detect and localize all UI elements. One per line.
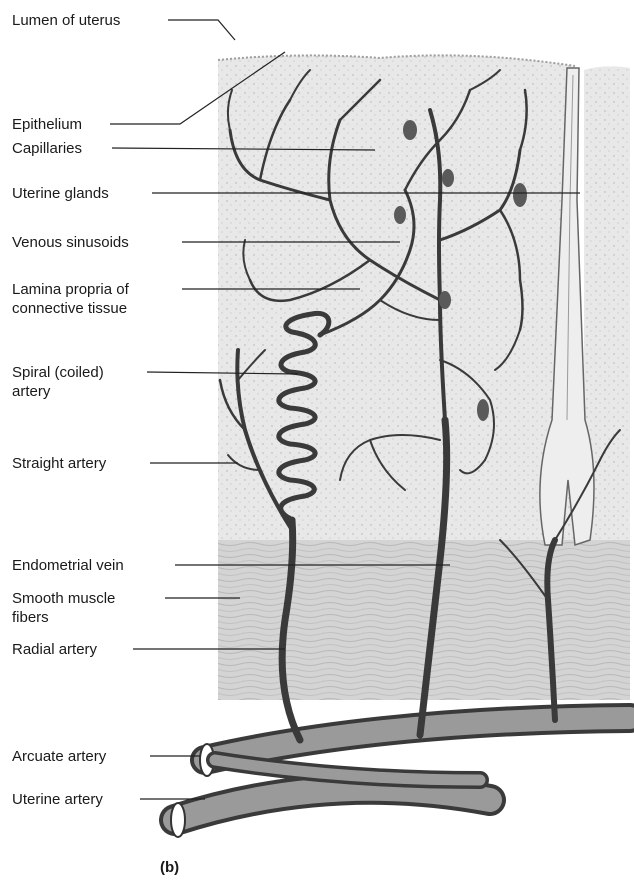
- label-lamina-propria-line1: Lamina propria of: [12, 281, 130, 298]
- label-smooth-muscle-line1: Smooth muscle: [12, 590, 115, 607]
- labels: Lumen of uterus Epithelium Capillaries U…: [12, 12, 179, 876]
- label-endometrial-vein: Endometrial vein: [12, 557, 124, 574]
- label-straight-artery: Straight artery: [12, 455, 107, 472]
- label-lamina-propria-line2: connective tissue: [12, 300, 127, 317]
- panel-label: (b): [160, 859, 179, 876]
- label-spiral-artery-line1: Spiral (coiled): [12, 364, 104, 381]
- label-spiral-artery-line2: artery: [12, 383, 51, 400]
- label-smooth-muscle-line2: fibers: [12, 609, 49, 626]
- label-venous-sinusoids: Venous sinusoids: [12, 234, 129, 251]
- label-lumen-of-uterus: Lumen of uterus: [12, 12, 120, 29]
- label-uterine-glands: Uterine glands: [12, 185, 109, 202]
- label-arcuate-artery: Arcuate artery: [12, 748, 107, 765]
- label-epithelium: Epithelium: [12, 116, 82, 133]
- label-capillaries: Capillaries: [12, 140, 82, 157]
- label-radial-artery: Radial artery: [12, 641, 98, 658]
- label-uterine-artery: Uterine artery: [12, 791, 103, 808]
